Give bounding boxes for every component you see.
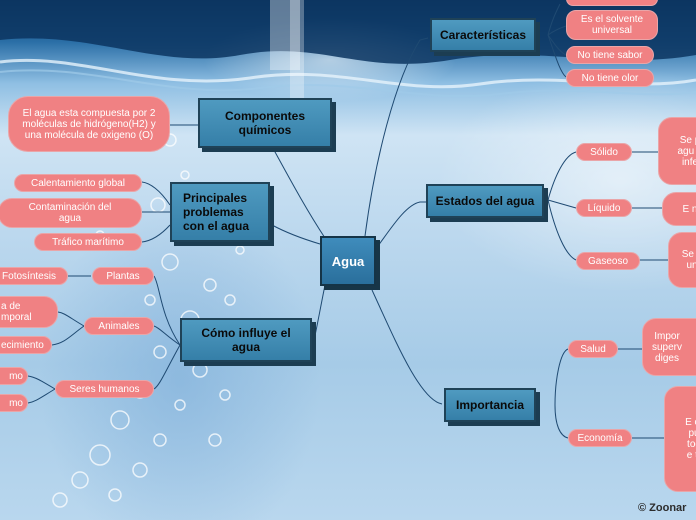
note-composicion-text: El agua esta compuesta por 2 moléculas d…: [22, 107, 156, 141]
state-liquido-text: Líquido: [587, 202, 621, 214]
subtopic-trafico-text: Tráfico marítimo: [52, 236, 124, 248]
note-liquido-text: E n: [682, 203, 696, 215]
item-humanos-2[interactable]: mo: [0, 394, 28, 412]
note-composicion-agua[interactable]: El agua esta compuesta por 2 moléculas d…: [8, 96, 170, 152]
branch-estados-label: Estados del agua: [435, 194, 535, 208]
subtopic-calentamiento-text: Calentamiento global: [31, 177, 125, 189]
subtopic-contaminacion[interactable]: Contaminación del agua: [0, 198, 142, 228]
subtopic-trafico-maritimo[interactable]: Tráfico marítimo: [34, 233, 142, 251]
branch-componentes-label: Componentes químicos: [224, 109, 305, 137]
note-economia[interactable]: E cr pu tod e tr: [664, 386, 696, 492]
item-animales-1[interactable]: a de mporal: [0, 296, 58, 328]
branch-problemas-label: Principales problemas con el agua: [183, 191, 250, 233]
branch-importancia[interactable]: Importancia: [444, 388, 536, 422]
note-solido-text: Se p agu u infe: [677, 134, 696, 168]
item-fotosintesis-text: Fotosíntesis: [2, 270, 56, 282]
note-liquido[interactable]: E n: [662, 192, 696, 226]
note-salud-text: Impor superv diges: [651, 330, 682, 364]
note-gaseoso[interactable]: Se a un: [668, 232, 696, 288]
subtopic-plantas[interactable]: Plantas: [92, 267, 154, 285]
state-solido[interactable]: Sólido: [576, 143, 632, 161]
subtopic-no-olor-text: No tiene olor: [581, 72, 639, 84]
item-humanos-1-text: mo: [9, 370, 23, 382]
subtopic-economia-text: Economía: [577, 432, 623, 444]
center-node-agua[interactable]: Agua: [320, 236, 376, 286]
item-animales-1-text: a de mporal: [1, 301, 32, 323]
note-economia-text: E cr pu tod e tr: [685, 417, 696, 461]
note-salud[interactable]: Impor superv diges: [642, 318, 696, 376]
branch-componentes-quimicos[interactable]: Componentes químicos: [198, 98, 332, 148]
subtopic-no-sabor[interactable]: No tiene sabor: [566, 46, 654, 64]
subtopic-solvente-universal[interactable]: Es el solvente universal: [566, 10, 658, 40]
subtopic-seres-humanos-text: Seres humanos: [69, 383, 140, 395]
note-gaseoso-text: Se a un: [681, 249, 696, 271]
watermark: © Zoonar: [638, 502, 687, 514]
state-solido-text: Sólido: [590, 146, 618, 158]
subtopic-calentamiento-global[interactable]: Calentamiento global: [14, 174, 142, 192]
branch-caracteristicas[interactable]: Características: [430, 18, 536, 52]
subtopic-no-sabor-text: No tiene sabor: [577, 49, 643, 61]
item-fotosintesis[interactable]: Fotosíntesis: [0, 267, 68, 285]
item-animales-2[interactable]: ecimiento: [0, 336, 52, 354]
branch-como-influye[interactable]: Cómo influye el agua: [180, 318, 312, 362]
item-humanos-1[interactable]: mo: [0, 367, 28, 385]
note-solido[interactable]: Se p agu u infe: [658, 117, 696, 185]
state-liquido[interactable]: Líquido: [576, 199, 632, 217]
state-gaseoso-text: Gaseoso: [587, 255, 629, 267]
subtopic-salud[interactable]: Salud: [568, 340, 618, 358]
subtopic-salud-text: Salud: [580, 343, 606, 355]
branch-importancia-label: Importancia: [455, 398, 524, 412]
subtopic-plantas-text: Plantas: [106, 270, 140, 282]
subtopic-solvente-universal-text: Es el solvente universal: [580, 14, 644, 36]
subtopic-economia[interactable]: Economía: [568, 429, 632, 447]
branch-estados[interactable]: Estados del agua: [426, 184, 544, 218]
subtopic-contaminacion-text: Contaminación del agua: [28, 202, 112, 224]
item-humanos-2-text: mo: [9, 397, 23, 409]
subtopic-seres-humanos[interactable]: Seres humanos: [55, 380, 154, 398]
state-gaseoso[interactable]: Gaseoso: [576, 252, 640, 270]
branch-como-influye-label: Cómo influye el agua: [201, 326, 291, 354]
subtopic-partial-top[interactable]: [566, 0, 658, 6]
subtopic-animales[interactable]: Animales: [84, 317, 154, 335]
subtopic-animales-text: Animales: [98, 320, 140, 332]
branch-problemas[interactable]: Principales problemas con el agua: [170, 182, 270, 242]
item-animales-2-text: ecimiento: [1, 339, 44, 351]
subtopic-no-olor[interactable]: No tiene olor: [566, 69, 654, 87]
center-node-label: Agua: [331, 253, 365, 269]
branch-caracteristicas-label: Características: [439, 28, 527, 42]
